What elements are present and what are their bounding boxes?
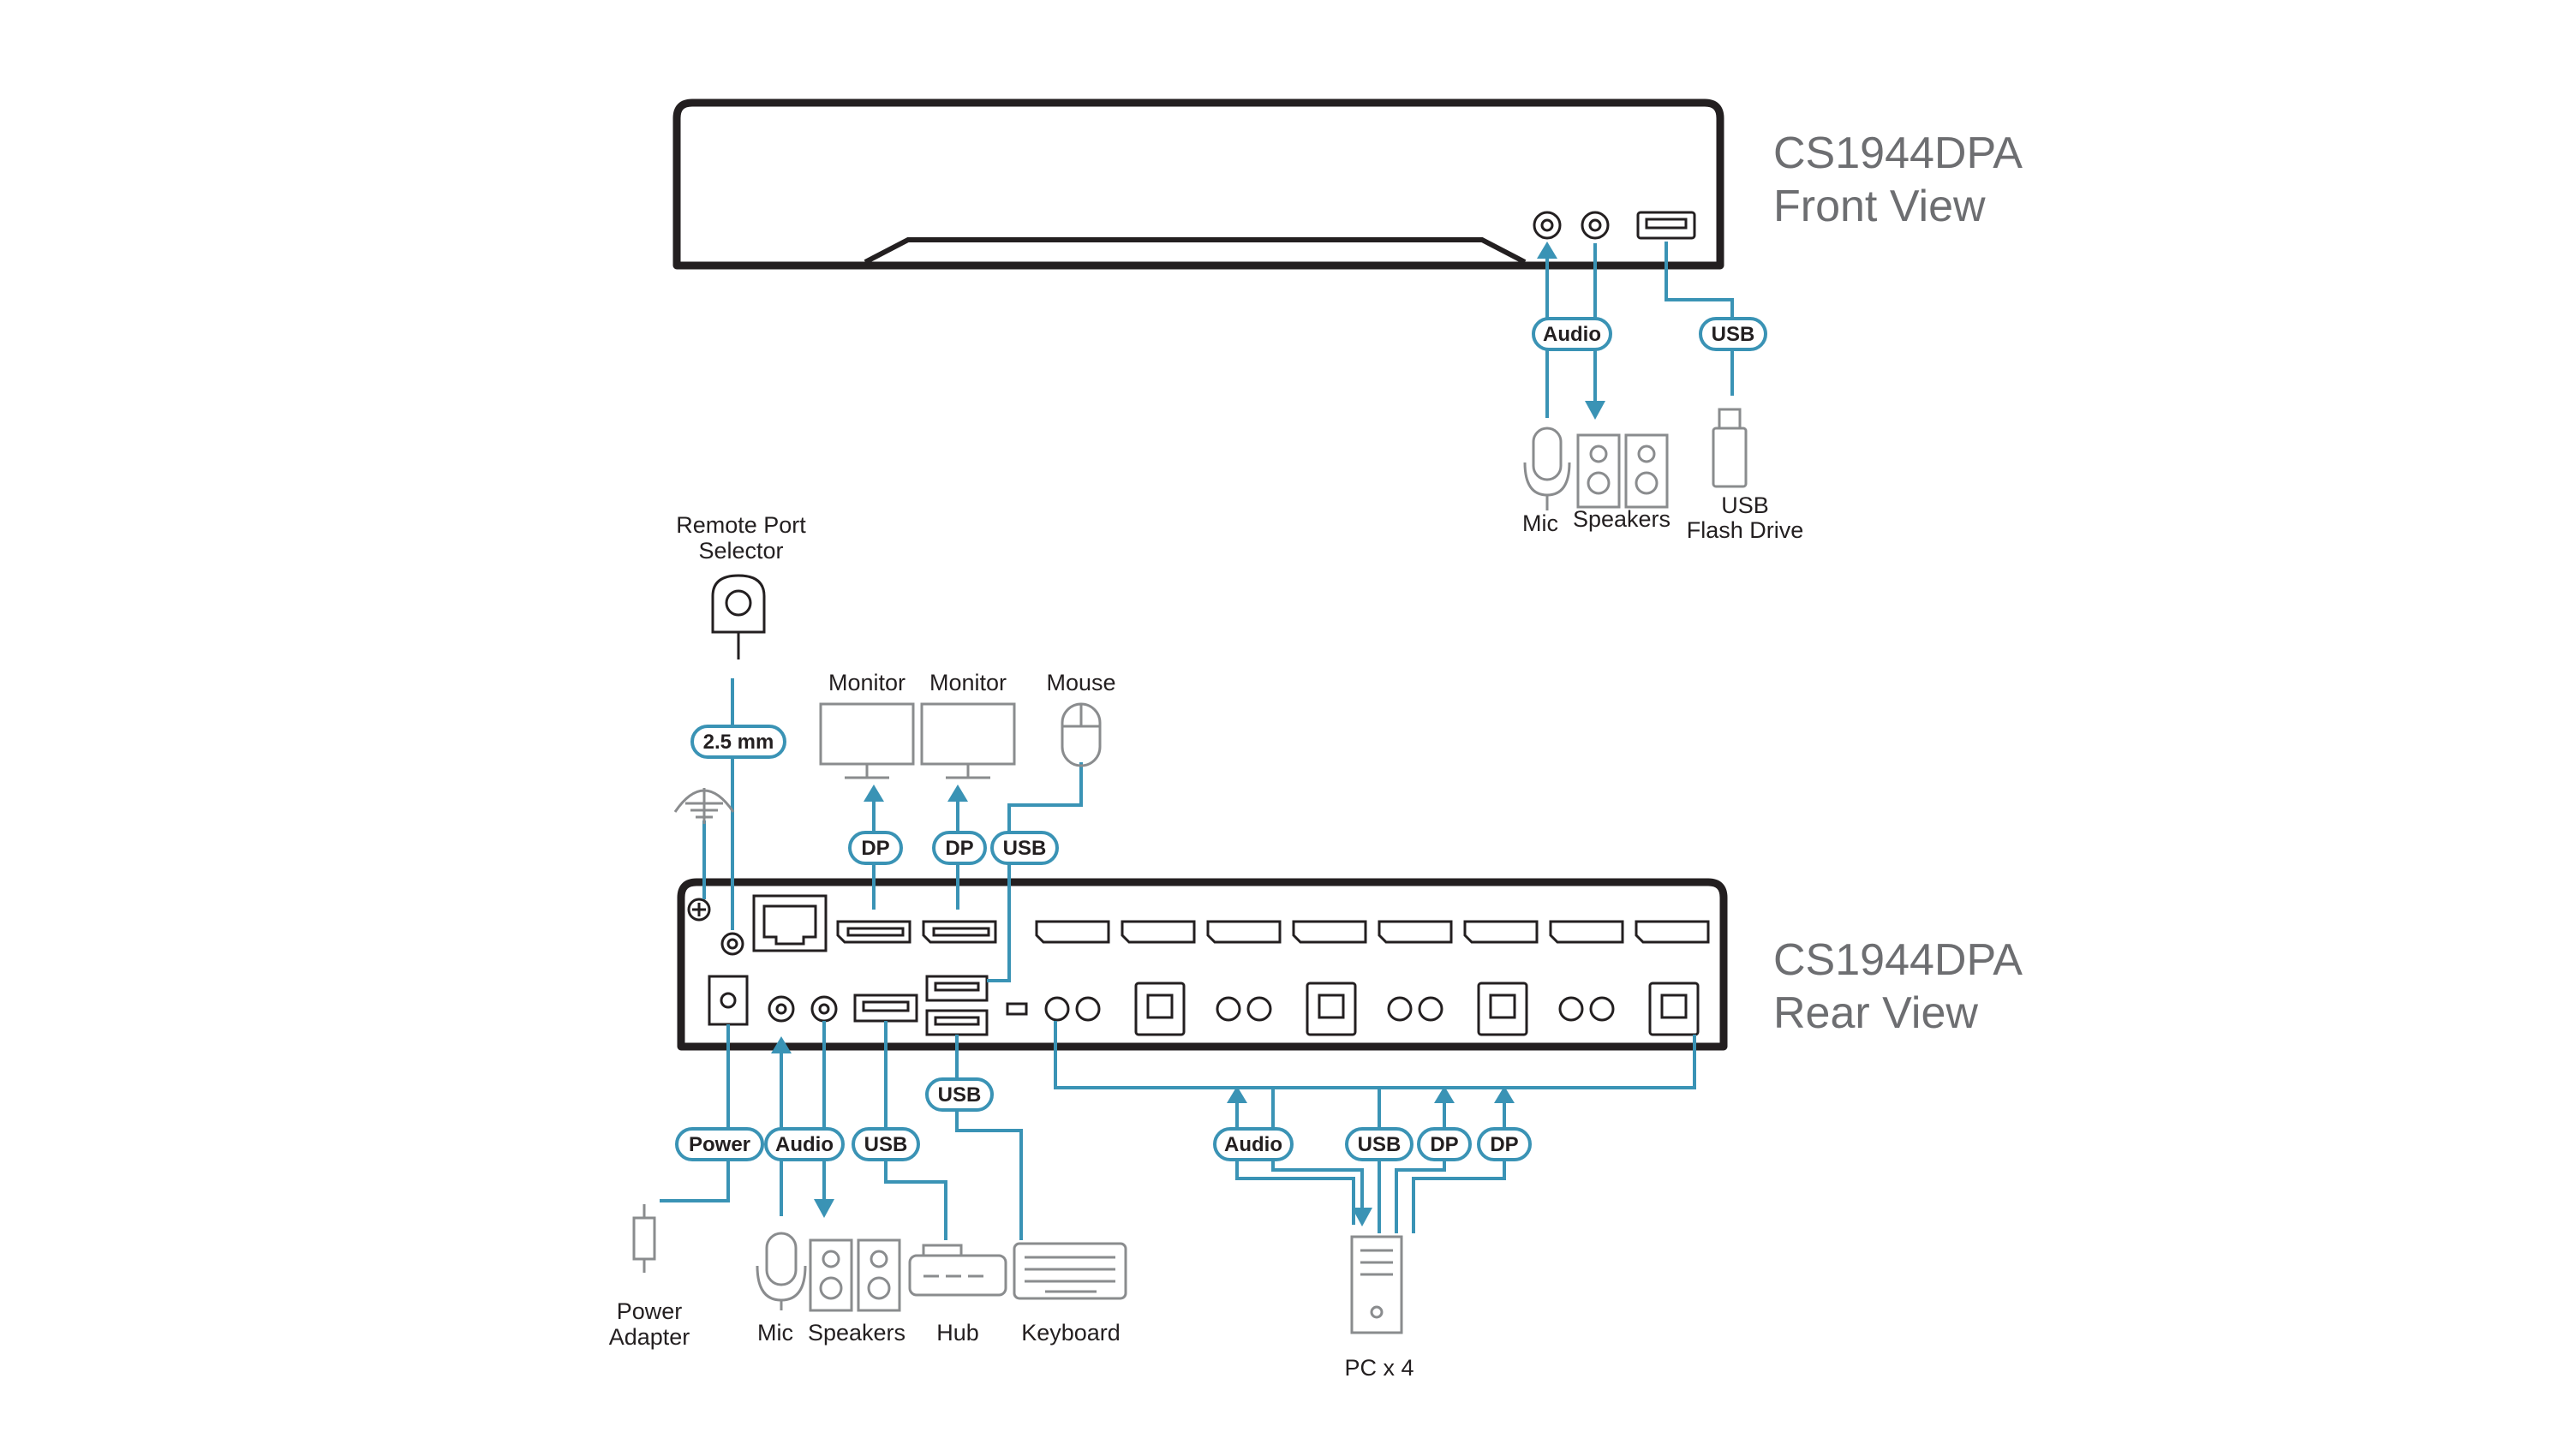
front-usb-tag: USB <box>1699 317 1767 351</box>
mouse-icon <box>1061 702 1102 767</box>
front-flash-drive-label-line2: Flash Drive <box>1687 517 1804 543</box>
hub-icon <box>908 1244 1007 1297</box>
front-view-section: Audio USB Mic Speakers USB Flash Drive C… <box>672 98 2023 543</box>
pc-audio-tag: Audio <box>1213 1127 1294 1161</box>
pc-port-groups <box>1044 982 1700 1036</box>
monitor1-dp-tag-text: DP <box>861 837 889 860</box>
front-usb-tag-text: USB <box>1712 323 1755 346</box>
keyboard-icon <box>1013 1242 1127 1300</box>
pc-usb-tag-text: USB <box>1358 1133 1402 1156</box>
remote-port-selector-icon <box>711 574 766 659</box>
monitor1-dp-tag: DP <box>848 831 903 865</box>
monitor1-label: Monitor <box>828 670 905 695</box>
front-speaker-port <box>1581 211 1610 240</box>
console-audio-tag: Audio <box>764 1127 845 1161</box>
keyboard-usb-tag-text: USB <box>938 1083 982 1107</box>
rear-view-title-model: CS1944DPA <box>1773 935 2023 985</box>
pc-dp1-tag: DP <box>1417 1127 1472 1161</box>
remote-tag-text: 2.5 mm <box>703 731 774 754</box>
front-mic-port <box>1533 211 1562 240</box>
pc-dp1-tag-text: DP <box>1430 1133 1458 1156</box>
monitor2-icon <box>920 702 1016 779</box>
power-adapter-icon <box>632 1204 656 1273</box>
monitor2-dp-tag: DP <box>932 831 987 865</box>
ground-screw <box>687 898 711 922</box>
rear-speakers-icon <box>809 1238 901 1312</box>
front-usb-port <box>1636 211 1696 240</box>
console-usb-ports <box>925 975 989 1036</box>
front-audio-tag: Audio <box>1532 317 1612 351</box>
front-view-title-model: CS1944DPA <box>1773 128 2023 178</box>
remote-2-5mm-tag: 2.5 mm <box>690 725 786 759</box>
hub-usb-tag-text: USB <box>864 1133 908 1156</box>
console-usb-hub-port <box>853 994 918 1023</box>
rear-device-chassis <box>677 878 1728 1051</box>
rear-mic-label: Mic <box>757 1320 793 1346</box>
pc-dp-ports <box>1035 920 1710 944</box>
monitor1-icon <box>819 702 915 779</box>
power-adapter-label-line1: Power <box>617 1298 683 1324</box>
front-flash-drive-icon <box>1712 408 1748 488</box>
rear-speakers-label: Speakers <box>808 1320 905 1346</box>
hub-usb-tag: USB <box>852 1127 920 1161</box>
console-audio-ports <box>768 995 838 1023</box>
mouse-usb-tag: USB <box>990 831 1059 865</box>
monitor2-dp-tag-text: DP <box>945 837 973 860</box>
hub-label: Hub <box>936 1320 979 1346</box>
front-speakers-icon <box>1576 433 1669 509</box>
front-view-title-view: Front View <box>1773 182 1986 231</box>
console-dp-ports <box>836 920 997 944</box>
rj45-port <box>752 894 828 952</box>
mouse-usb-tag-text: USB <box>1003 837 1047 860</box>
power-jack <box>708 975 749 1026</box>
pc-label: PC x 4 <box>1344 1355 1414 1381</box>
front-device-stand <box>864 237 1527 265</box>
front-speakers-label: Speakers <box>1573 506 1670 532</box>
remote-selector-label-line1: Remote Port <box>676 512 806 538</box>
front-device-chassis <box>672 98 1724 270</box>
monitor2-label: Monitor <box>929 670 1007 695</box>
pc-tower-icon <box>1350 1235 1403 1334</box>
rear-view-section: CS1944DPA Rear View <box>609 512 2023 1381</box>
mouse-label: Mouse <box>1046 670 1115 695</box>
ground-icon <box>673 788 735 824</box>
remote-port-jack <box>720 932 744 956</box>
console-audio-tag-text: Audio <box>775 1133 834 1156</box>
power-tag-text: Power <box>689 1133 750 1156</box>
pc-dp2-tag-text: DP <box>1490 1133 1518 1156</box>
keyboard-label: Keyboard <box>1021 1320 1121 1346</box>
dip-switch <box>1006 1002 1028 1016</box>
power-adapter-label-line2: Adapter <box>609 1324 690 1350</box>
pc-usb-tag: USB <box>1345 1127 1414 1161</box>
rear-mic-icon <box>756 1232 807 1310</box>
keyboard-usb-tag: USB <box>925 1077 994 1112</box>
pc-audio-tag-text: Audio <box>1224 1133 1282 1156</box>
power-tag: Power <box>675 1127 764 1161</box>
rear-view-title-view: Rear View <box>1773 988 1978 1038</box>
front-mic-icon <box>1523 427 1571 510</box>
pc-dp2-tag: DP <box>1477 1127 1532 1161</box>
front-flash-drive-label-line1: USB <box>1721 492 1769 518</box>
front-audio-tag-text: Audio <box>1543 323 1601 346</box>
remote-selector-label-line2: Selector <box>698 538 783 564</box>
front-mic-label: Mic <box>1522 510 1558 536</box>
